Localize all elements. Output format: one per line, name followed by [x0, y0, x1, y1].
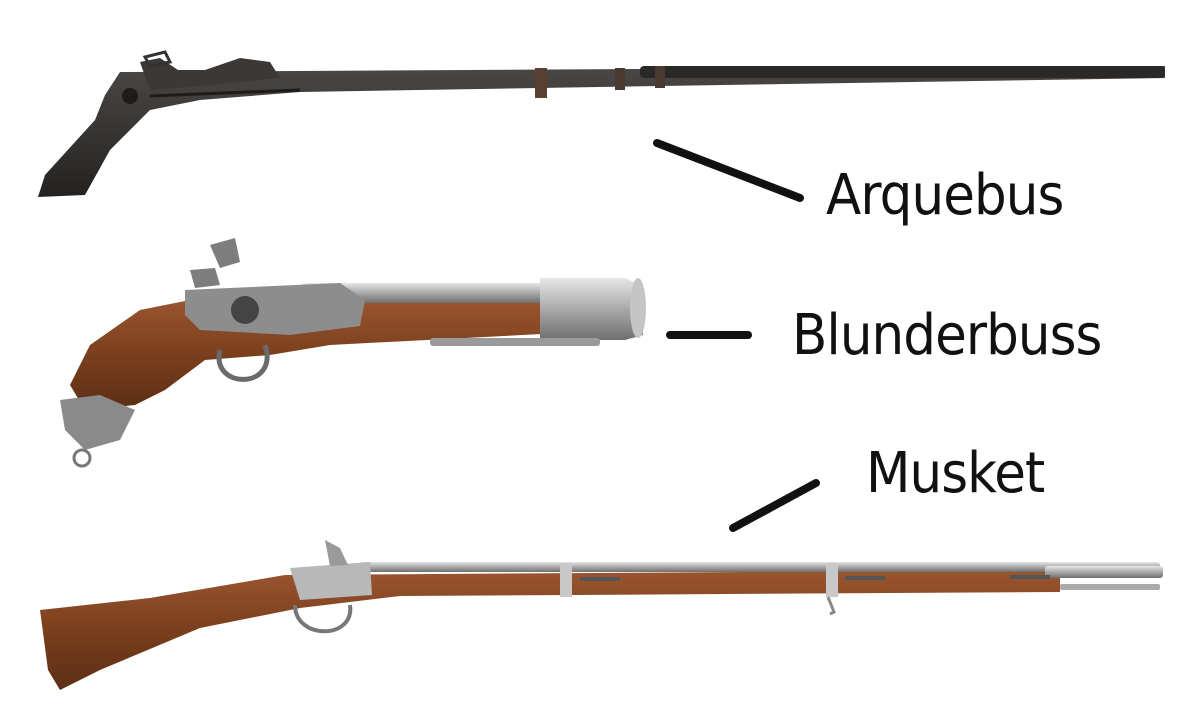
arquebus-label: Arquebus	[826, 163, 1064, 228]
musket-connector	[729, 479, 820, 532]
musket-icon	[40, 540, 1163, 690]
arquebus-icon	[38, 50, 1165, 197]
arquebus-connector	[653, 139, 804, 202]
musket-label: Musket	[866, 441, 1045, 506]
blunderbuss-label: Blunderbuss	[792, 303, 1102, 368]
blunderbuss-icon	[60, 238, 646, 468]
